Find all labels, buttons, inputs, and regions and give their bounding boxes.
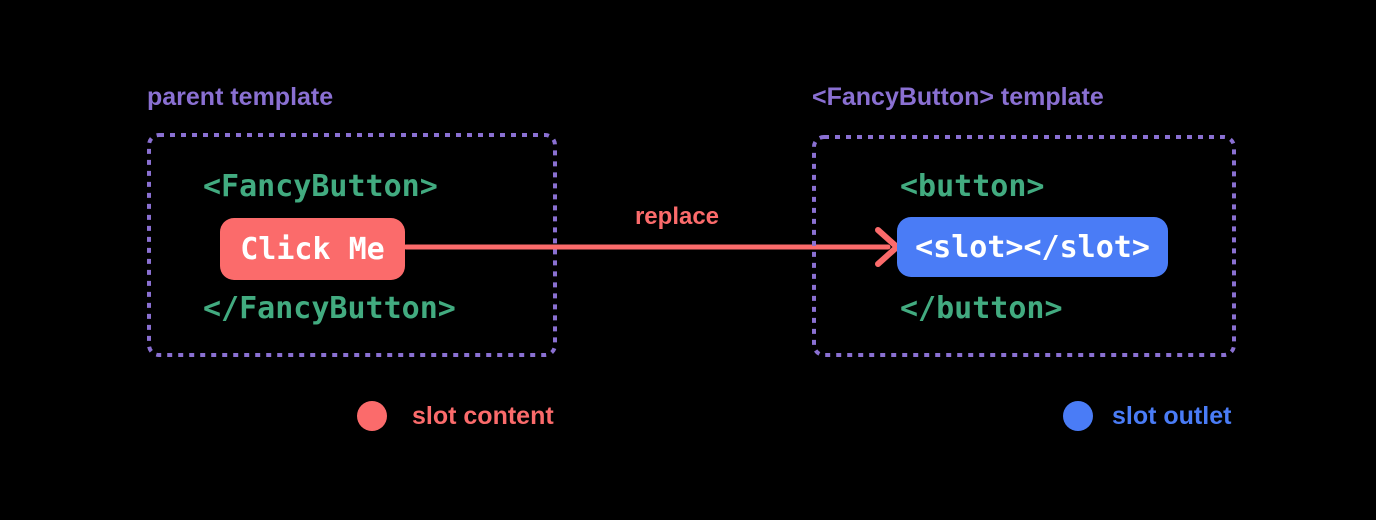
replace-arrow-label: replace: [634, 203, 720, 230]
slot-outlet-dot-icon: [1063, 401, 1093, 431]
dashed-border: [812, 135, 1236, 357]
button-open-tag-code: <button>: [900, 169, 1045, 204]
slot-outlet-legend-label: slot outlet: [1112, 402, 1232, 430]
slot-code: <slot></slot>: [915, 229, 1150, 265]
slot-content-legend-label: slot content: [412, 402, 554, 430]
parent-template-box: <FancyButton> Click Me </FancyButton>: [147, 133, 557, 357]
click-me-button: Click Me: [220, 218, 405, 280]
click-me-button-label: Click Me: [240, 231, 385, 267]
button-close-tag-code: </button>: [900, 291, 1063, 326]
fancybutton-close-tag-code: </FancyButton>: [203, 291, 456, 326]
fancybutton-template-title: <FancyButton> template: [812, 83, 1104, 111]
fancybutton-open-tag-code: <FancyButton>: [203, 169, 438, 204]
fancybutton-template-box: <button> <slot></slot> </button>: [812, 135, 1236, 357]
parent-template-title: parent template: [147, 83, 334, 111]
slot-content-dot-icon: [357, 401, 387, 431]
slot-outlet-box: <slot></slot>: [897, 217, 1168, 277]
